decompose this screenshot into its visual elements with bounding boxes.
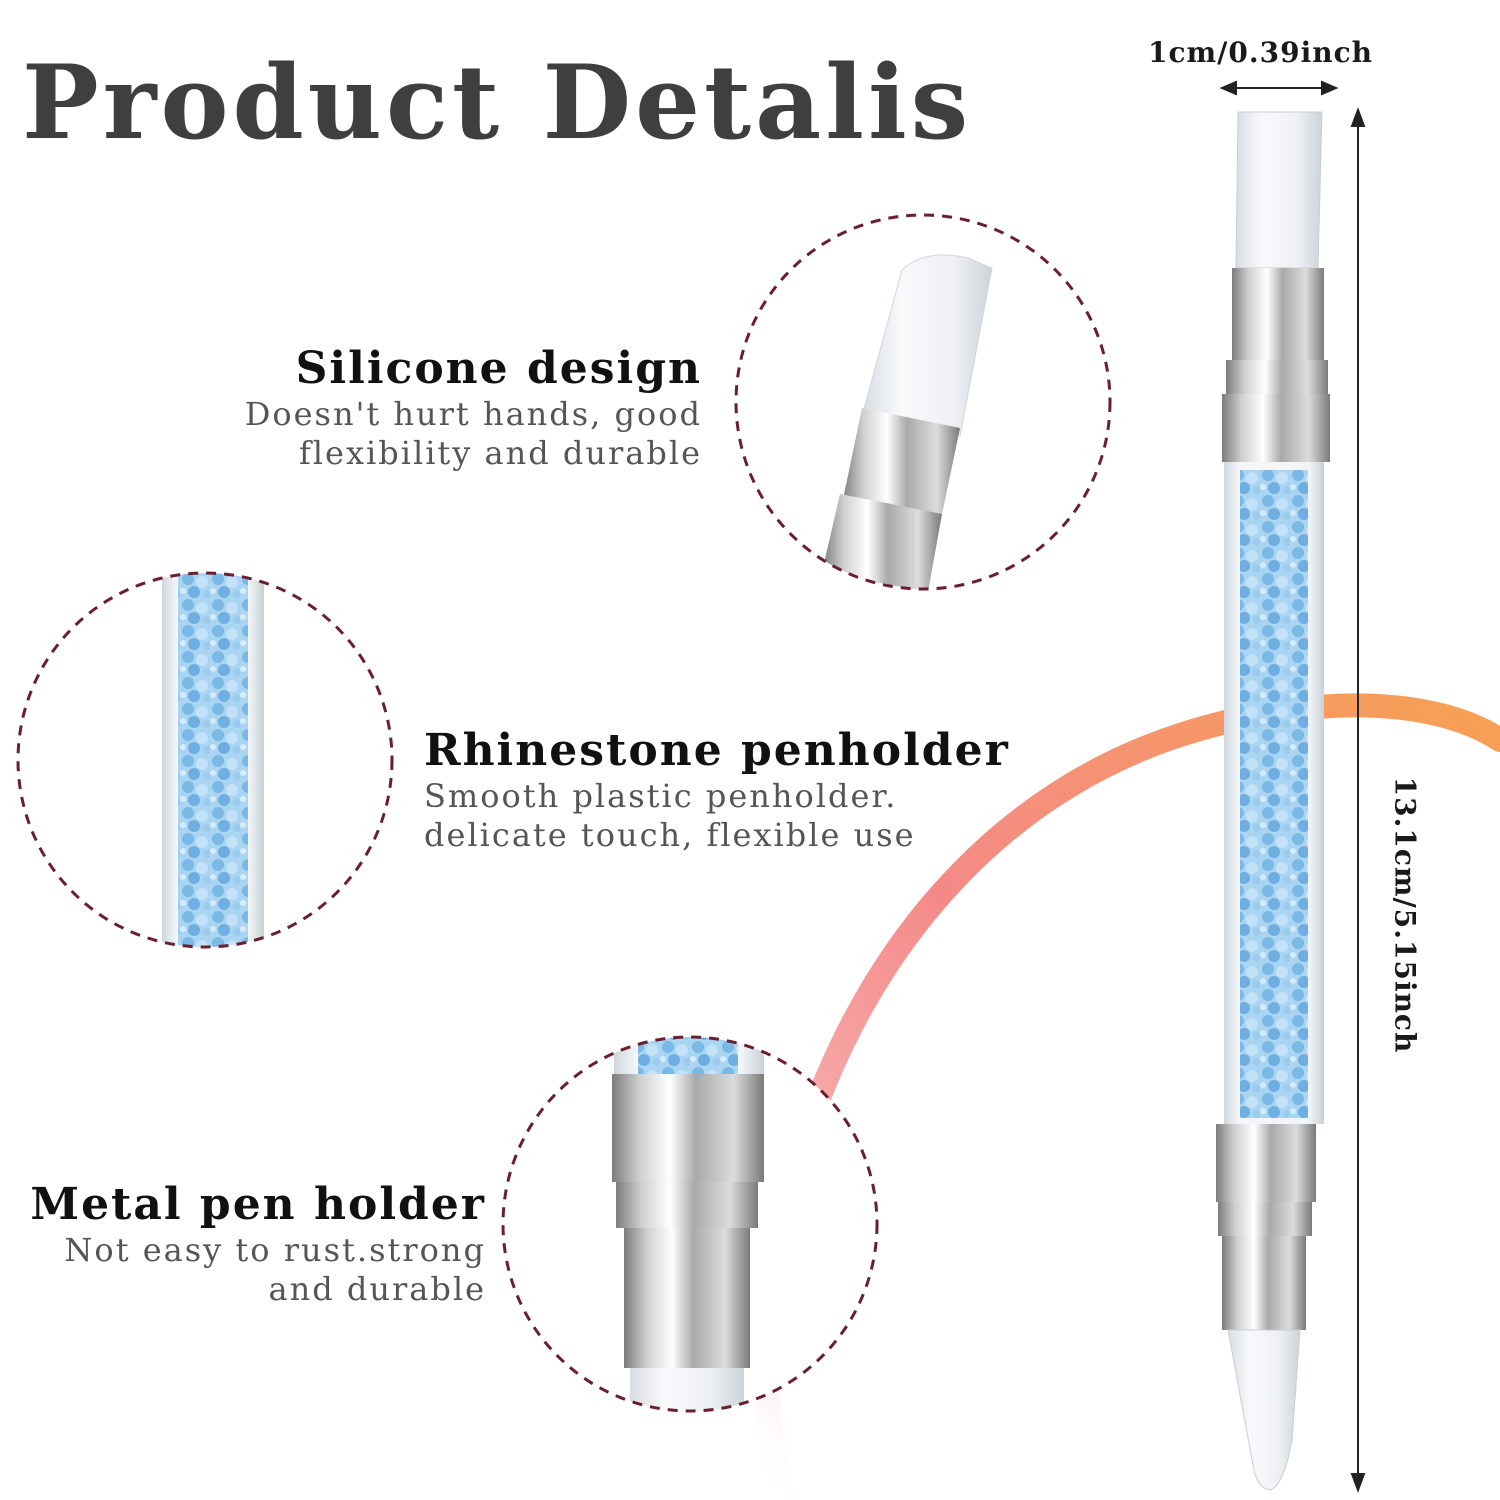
pen-bottom-ferrule [1222, 1236, 1306, 1330]
pen-rhinestones [1240, 470, 1308, 1118]
pen-top-silicone-tip [1235, 111, 1323, 269]
pen-top-collar [1226, 360, 1328, 394]
width-dimension-label: 1cm/0.39inch [1148, 36, 1373, 69]
feature-description: Doesn't hurt hands, good flexibility and… [245, 395, 702, 473]
pen-top-ferrule [1232, 268, 1324, 360]
rhinestone-closeup [16, 571, 394, 949]
feature-rhinestone-penholder: Rhinestone penholder Smooth plastic penh… [424, 725, 1010, 855]
feature-description: Not easy to rust.strong and durable [30, 1231, 486, 1309]
page-title: Product Detalis [22, 43, 973, 163]
feature-description-line: flexibility and durable [298, 433, 702, 472]
length-dimension-label: 13.1cm/5.15inch [1388, 776, 1422, 1054]
feature-description: Smooth plastic penholder. delicate touch… [424, 777, 1010, 855]
pen-bottom-collar [1218, 1202, 1312, 1236]
feature-description-line: Smooth plastic penholder. [424, 776, 898, 815]
pen-main [1216, 111, 1330, 1491]
pen-top-band [1222, 394, 1330, 462]
feature-silicone-design: Silicone design Doesn't hurt hands, good… [245, 343, 702, 473]
feature-title: Metal pen holder [30, 1179, 486, 1230]
feature-title: Silicone design [295, 343, 702, 394]
feature-description-line: Doesn't hurt hands, good [244, 394, 702, 433]
feature-title: Rhinestone penholder [424, 725, 1010, 776]
pen-bottom-band [1216, 1124, 1316, 1202]
pen-bottom-silicone-tip [1227, 1329, 1301, 1491]
feature-description-line: delicate touch, flexible use [424, 815, 916, 854]
feature-description-line: Not easy to rust.strong [64, 1230, 486, 1269]
metal-holder-closeup [501, 1035, 879, 1413]
length-dimension-line [1350, 107, 1366, 1493]
width-dimension-line [1219, 80, 1339, 96]
feature-description-line: and durable [268, 1269, 486, 1308]
silicone-tip-closeup [734, 213, 1112, 591]
feature-metal-pen-holder: Metal pen holder Not easy to rust.strong… [30, 1179, 486, 1309]
